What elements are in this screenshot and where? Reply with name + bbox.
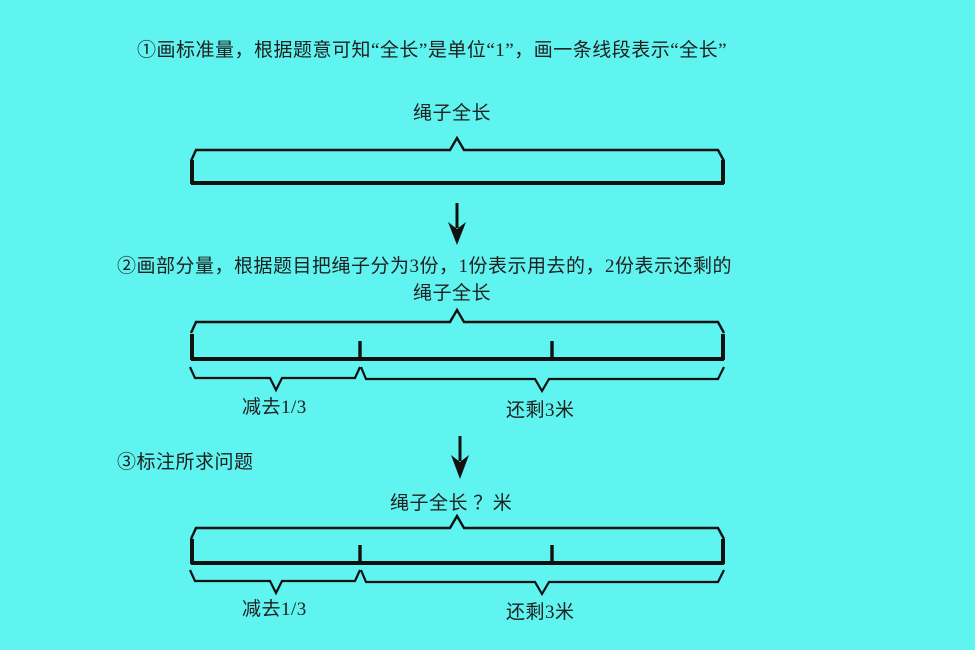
step-2-heading: ②画部分量，根据题目把绳子分为3份，1份表示用去的，2份表示还剩的: [117, 256, 733, 277]
diagram-2-top-brace: [189, 307, 726, 334]
diagram-3-left-part-brace: [188, 569, 362, 596]
step-1-heading: ①画标准量，根据题意可知“全长”是单位“1”，画一条线段表示“全长”: [137, 40, 728, 61]
diagram-2-right-part-brace: [359, 366, 725, 394]
arrow-2-head: [451, 455, 469, 479]
arrow-2: [451, 436, 469, 479]
arrow-1: [448, 203, 466, 245]
diagram-3-top-brace: [189, 513, 726, 540]
step-3-heading: ③标注所求问题: [117, 452, 254, 473]
diagram-3-left-part-label: 减去1/3: [242, 599, 307, 620]
diagram-3-right-part-label: 还剩3米: [506, 602, 575, 623]
diagram-2-left-part-label: 减去1/3: [242, 397, 307, 418]
diagram-2-top-label: 绳子全长: [413, 283, 492, 304]
diagram-3-top-label: 绳子全长 ？米: [390, 493, 513, 514]
diagram-1-top-label: 绳子全长: [413, 103, 492, 124]
diagram-1: [189, 135, 726, 185]
diagram-2: [188, 307, 726, 394]
arrow-1-head: [448, 222, 466, 245]
diagram-3: [188, 513, 726, 597]
diagram-1-top-brace: [189, 135, 726, 162]
diagram-3-right-part-brace: [359, 569, 725, 597]
diagram-2-right-part-label: 还剩3米: [506, 400, 575, 421]
diagram-2-left-part-brace: [188, 366, 362, 393]
